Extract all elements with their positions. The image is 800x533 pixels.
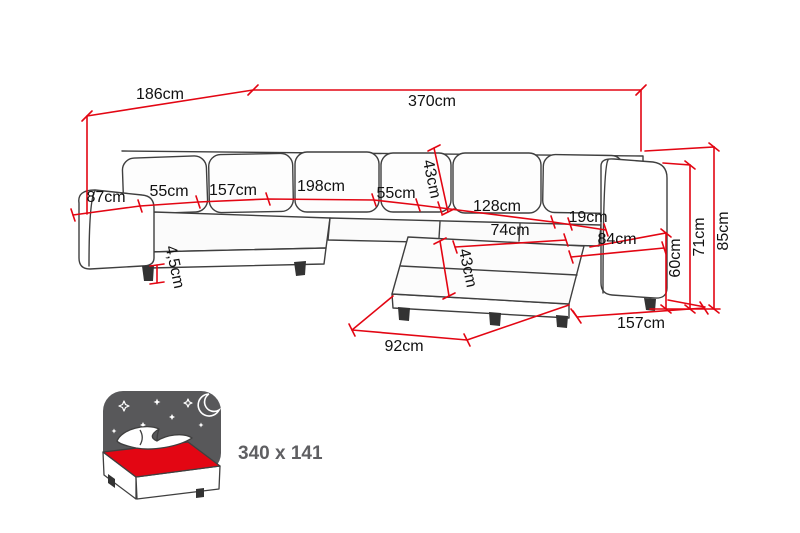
star-icon xyxy=(111,428,117,434)
tick xyxy=(550,215,556,229)
dim-line-right-section xyxy=(570,247,665,258)
dim-line-seats xyxy=(72,198,607,231)
tick xyxy=(137,199,143,213)
tick xyxy=(452,240,458,254)
sofa-leg xyxy=(556,315,568,328)
dim-label-left-side-depth: 186cm xyxy=(136,86,184,103)
tick xyxy=(433,237,447,245)
sleeping-function-icon: 340 x 141 xyxy=(102,391,323,500)
sofa-bed-icon xyxy=(102,426,221,500)
tick xyxy=(195,195,201,209)
dim-label-total-width: 370cm xyxy=(408,93,456,110)
dim-label-right-seat: 55cm xyxy=(376,185,415,202)
tick xyxy=(348,323,356,337)
sofa-leg xyxy=(142,265,154,281)
moon-icon xyxy=(197,393,222,417)
tick xyxy=(699,301,709,315)
dim-label-seat-height: 60cm xyxy=(667,238,684,277)
dim-label-right-arm-section: 84cm xyxy=(597,231,636,248)
dim-ext xyxy=(351,295,394,331)
sofa-leg xyxy=(644,298,656,311)
dim-label-middle-section: 198cm xyxy=(297,178,345,195)
tick xyxy=(442,292,456,300)
star-icon xyxy=(153,398,161,406)
stars xyxy=(111,398,204,434)
star-icon xyxy=(183,398,193,408)
dim-label-chaise-top-width: 74cm xyxy=(490,222,529,239)
back-cushion xyxy=(294,151,380,213)
stars-outlined xyxy=(118,398,193,412)
dim-line-backrest xyxy=(433,147,449,213)
dimension-labels: 186cm 370cm 87cm 55cm 157cm 198cm 55cm 4… xyxy=(86,86,732,355)
tick xyxy=(660,304,672,314)
tick xyxy=(635,84,647,96)
tick xyxy=(265,192,271,206)
tick xyxy=(441,208,455,216)
dim-line-chaise-length xyxy=(576,307,705,318)
duvet-fold xyxy=(156,428,160,442)
dim-label-armrest-height: 71cm xyxy=(691,217,708,256)
tick xyxy=(603,223,609,237)
dim-label-right-section-seat: 128cm xyxy=(473,198,521,215)
sofa-leg xyxy=(489,312,501,326)
right-armrest-roll xyxy=(602,159,609,294)
left-armrest xyxy=(78,189,155,270)
bed-leg xyxy=(108,474,115,488)
tick xyxy=(568,250,574,264)
back-cushion xyxy=(452,152,542,214)
bed-leg xyxy=(196,488,204,498)
tick xyxy=(437,201,443,215)
duvet-fold xyxy=(139,429,143,446)
back-cushion xyxy=(208,152,294,214)
sofa-drawing xyxy=(78,150,668,328)
left-armrest-roll xyxy=(88,190,96,267)
star-icon xyxy=(198,422,204,428)
dim-label-left-seat: 55cm xyxy=(149,183,188,200)
dim-label-chaise-width: 92cm xyxy=(384,338,423,355)
dim-line-chaise-top xyxy=(454,239,567,248)
duvet-icon xyxy=(116,426,193,450)
tick xyxy=(660,228,672,238)
tick xyxy=(70,208,76,222)
dim-label-armrest-width: 19cm xyxy=(568,209,607,226)
tick xyxy=(463,333,471,347)
tick xyxy=(567,217,573,231)
dimension-lines xyxy=(70,84,721,347)
star-icon xyxy=(140,422,146,428)
right-armrest xyxy=(600,158,668,299)
dim-label-left-arm: 87cm xyxy=(86,189,125,206)
tick xyxy=(415,198,421,212)
tick xyxy=(684,160,696,170)
seat-seam xyxy=(438,221,441,239)
tick xyxy=(572,310,582,324)
dim-line-chaise-depth xyxy=(439,240,450,297)
tick xyxy=(371,193,377,207)
dim-line-chaise-width xyxy=(351,329,468,341)
tick xyxy=(563,233,569,247)
tick xyxy=(81,110,93,122)
dim-label-chaise-total-length: 157cm xyxy=(617,315,665,332)
dim-ext xyxy=(667,299,706,308)
dim-ext xyxy=(466,304,570,341)
sofa-leg xyxy=(398,307,410,321)
dim-label-total-height: 85cm xyxy=(715,211,732,250)
sleeping-area-label: 340 x 141 xyxy=(238,443,323,464)
tick xyxy=(247,84,259,96)
tick xyxy=(708,304,720,314)
star-icon xyxy=(118,400,130,412)
seat-seam xyxy=(518,223,521,242)
dim-label-left-section: 157cm xyxy=(209,182,257,199)
back-cushion xyxy=(380,152,452,213)
tick xyxy=(708,142,720,152)
tick xyxy=(427,144,441,152)
sofa-leg xyxy=(294,261,306,276)
sofa-legs xyxy=(142,261,656,328)
star-icon xyxy=(169,414,175,420)
bed-legs xyxy=(108,474,204,498)
chaise-seam xyxy=(400,265,578,276)
